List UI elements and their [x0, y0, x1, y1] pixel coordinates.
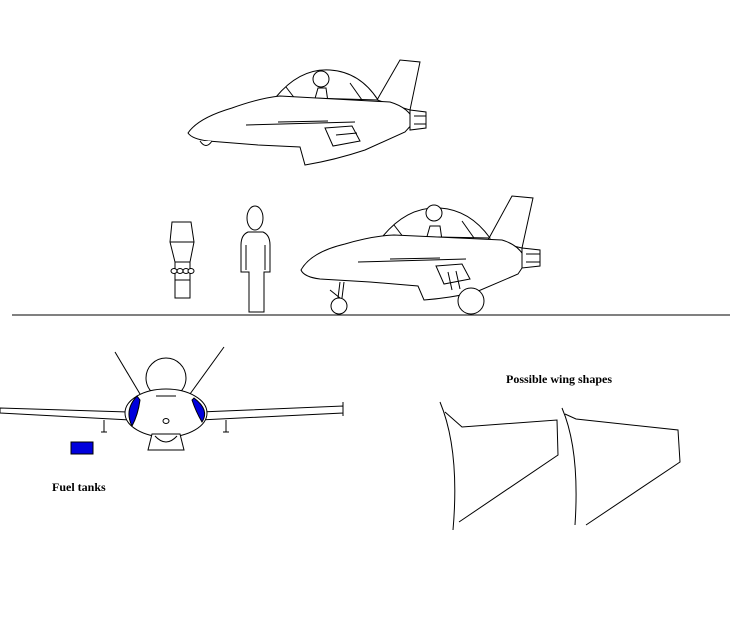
wing-shapes-label: Possible wing shapes: [506, 372, 613, 386]
fuel-tanks-label: Fuel tanks: [52, 480, 106, 494]
wing-shape-2: [561, 407, 681, 526]
fuel-tank-right: [191, 397, 206, 423]
fuel-tank-left: [128, 395, 141, 428]
engine-side-view: [169, 221, 195, 299]
fuel-tank-legend-swatch: [70, 441, 94, 455]
human-figure: [240, 205, 271, 313]
aircraft-side-view-top: [187, 59, 427, 166]
aircraft-front-view: [0, 346, 344, 451]
wing-shape-1: [439, 401, 559, 531]
aircraft-side-view-with-gear: [300, 195, 541, 315]
